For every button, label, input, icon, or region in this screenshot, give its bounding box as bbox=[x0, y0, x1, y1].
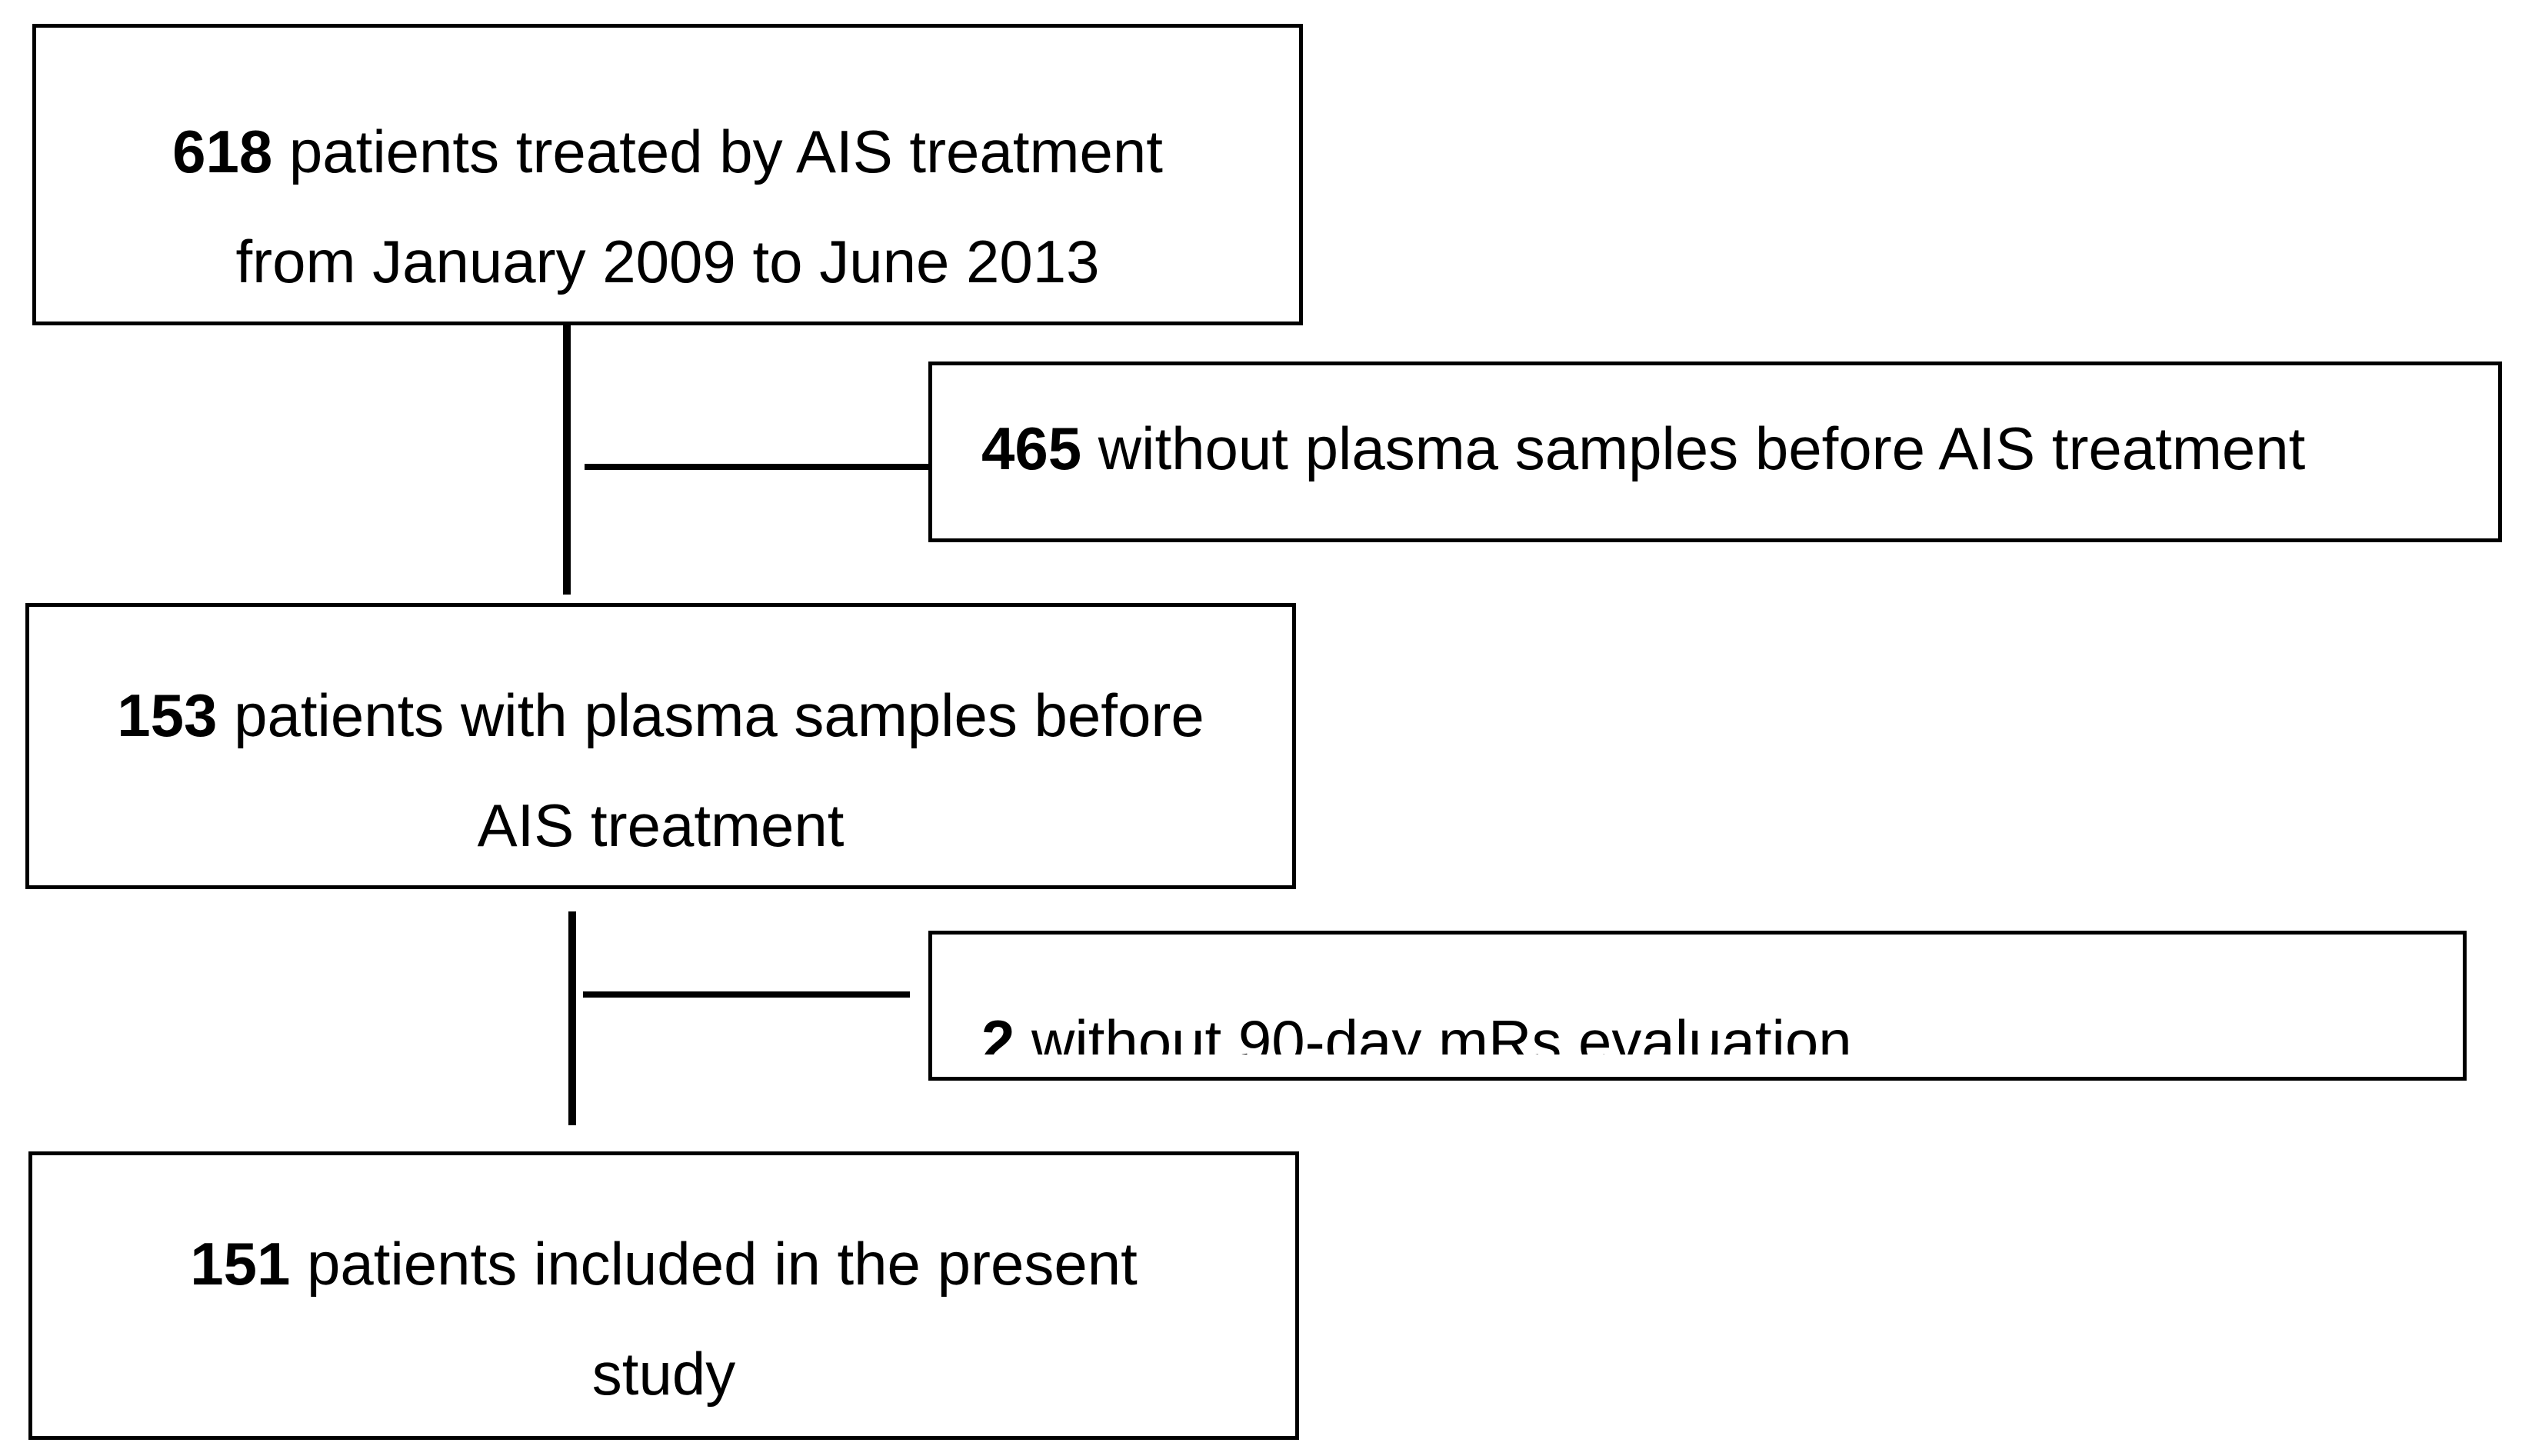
connector-vertical-1 bbox=[563, 325, 571, 595]
exclusion-no-plasma-text: 465 without plasma samples before AIS tr… bbox=[981, 410, 2305, 487]
plasma-cohort-text: patients with plasma samples before bbox=[217, 681, 1204, 749]
plasma-cohort-count: 153 bbox=[117, 681, 218, 749]
initial-cohort-text: patients treated by AIS treatment bbox=[272, 118, 1163, 185]
box-initial-cohort-line1: 618 patients treated by AIS treatment bbox=[36, 97, 1299, 207]
box-initial-cohort: 618 patients treated by AIS treatment fr… bbox=[32, 24, 1303, 325]
box-exclusion-no-plasma: 465 without plasma samples before AIS tr… bbox=[928, 362, 2502, 542]
box-final-cohort: 151 patients included in the present stu… bbox=[28, 1151, 1299, 1440]
exclusion-no-mrs-label: without 90-day mRs evaluation bbox=[1014, 1008, 1852, 1055]
initial-cohort-count: 618 bbox=[172, 118, 273, 185]
box-exclusion-no-mrs: 2 without 90-day mRs evaluation bbox=[928, 931, 2467, 1081]
box-plasma-cohort: 153 patients with plasma samples before … bbox=[25, 603, 1296, 889]
exclusion-no-mrs-count: 2 bbox=[981, 1008, 1015, 1055]
exclusion-no-plasma-count: 465 bbox=[981, 415, 1082, 482]
box-final-cohort-line2: study bbox=[591, 1340, 736, 1408]
connector-vertical-2 bbox=[568, 911, 576, 1125]
box-plasma-cohort-line1: 153 patients with plasma samples before bbox=[29, 661, 1292, 771]
box-plasma-cohort-line2: AIS treatment bbox=[477, 791, 845, 859]
connector-horizontal-2 bbox=[583, 991, 910, 998]
connector-horizontal-1 bbox=[585, 464, 928, 470]
final-cohort-count: 151 bbox=[190, 1230, 291, 1298]
final-cohort-text: patients included in the present bbox=[290, 1230, 1138, 1298]
exclusion-no-mrs-text: 2 without 90-day mRs evaluation bbox=[981, 1007, 1852, 1055]
box-final-cohort-line1: 151 patients included in the present bbox=[32, 1209, 1295, 1319]
box-initial-cohort-line2: from January 2009 to June 2013 bbox=[235, 228, 1100, 295]
exclusion-no-plasma-label: without plasma samples before AIS treatm… bbox=[1081, 415, 2306, 482]
